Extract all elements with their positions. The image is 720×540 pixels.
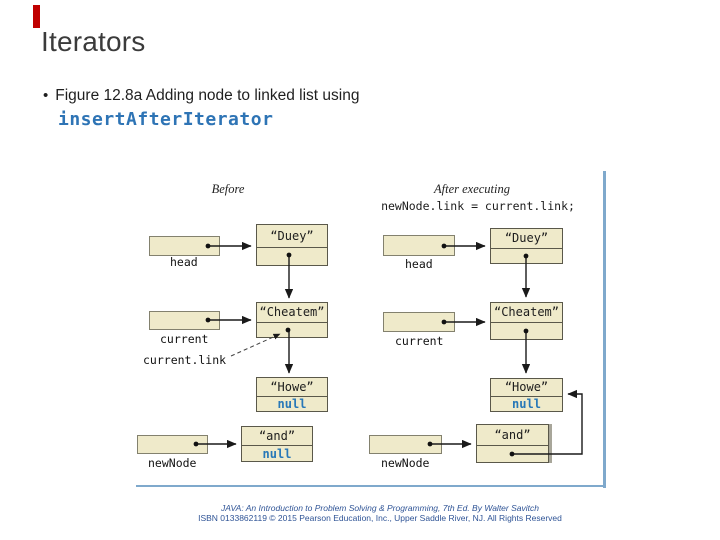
node-data-cell: “Duey” — [270, 229, 314, 243]
node-link-cell — [477, 445, 548, 462]
after-newnode-label: newNode — [381, 456, 430, 470]
copyright-footer: JAVA: An Introduction to Problem Solving… — [80, 503, 680, 523]
after-howe-node: “Howe” null — [490, 378, 563, 412]
node-link-null: null — [242, 445, 312, 462]
node-link-cell — [491, 248, 562, 264]
before-current-label: current — [160, 332, 209, 346]
before-duey-node: “Duey” — [256, 224, 328, 266]
after-code-statement: newNode.link = current.link; — [381, 199, 575, 213]
before-current-box — [149, 311, 220, 330]
after-arrows — [430, 241, 583, 455]
after-head-label: head — [405, 257, 433, 271]
before-caption: Before — [211, 182, 245, 196]
before-head-label: head — [170, 255, 198, 269]
code-method-name: insertAfterIterator — [58, 109, 274, 130]
after-current-box — [383, 312, 455, 332]
node-link-null: null — [491, 396, 562, 412]
footer-book-title: JAVA: An Introduction to Problem Solving… — [221, 503, 539, 513]
before-howe-node: “Howe” null — [256, 377, 328, 412]
bullet-line: • Figure 12.8a Adding node to linked lis… — [43, 86, 359, 106]
node-data-cell: “and” — [258, 429, 296, 443]
bullet-text: Figure 12.8a Adding node to linked list … — [55, 87, 360, 104]
node-data-cell: “and” — [494, 428, 531, 442]
after-and-node: “and” — [476, 424, 549, 463]
figure-bottom-border — [136, 485, 606, 487]
before-and-node: “and” null — [241, 426, 313, 462]
node-data-cell: “Howe” — [504, 380, 549, 394]
before-cheatem-node: “Cheatem” — [256, 302, 328, 338]
node-data-cell: “Cheatem” — [493, 305, 560, 319]
footer-isbn-line: ISBN 0133862119 © 2015 Pearson Education… — [198, 513, 562, 523]
node-data-cell: “Duey” — [504, 231, 549, 245]
node-link-cell — [257, 247, 327, 266]
figure-right-border — [603, 171, 606, 488]
before-newnode-box — [137, 435, 208, 454]
node-link-null: null — [257, 396, 327, 412]
before-newnode-label: newNode — [148, 456, 197, 470]
node-data-cell: “Cheatem” — [259, 305, 325, 319]
after-caption: After executing — [433, 182, 510, 196]
after-newnode-box — [369, 435, 442, 454]
node-data-cell: “Howe” — [270, 380, 314, 394]
bullet-icon: • — [43, 87, 49, 104]
after-cheatem-node: “Cheatem” — [490, 302, 563, 340]
page-title: Iterators — [41, 26, 146, 57]
node-link-cell — [491, 322, 562, 340]
before-arrows — [196, 241, 294, 449]
before-current-link-label: current.link — [143, 353, 227, 367]
node-link-cell — [257, 322, 327, 338]
before-head-box — [149, 236, 220, 256]
accent-bar — [33, 5, 40, 28]
after-head-box — [383, 235, 455, 256]
after-current-label: current — [395, 334, 444, 348]
after-duey-node: “Duey” — [490, 228, 563, 264]
